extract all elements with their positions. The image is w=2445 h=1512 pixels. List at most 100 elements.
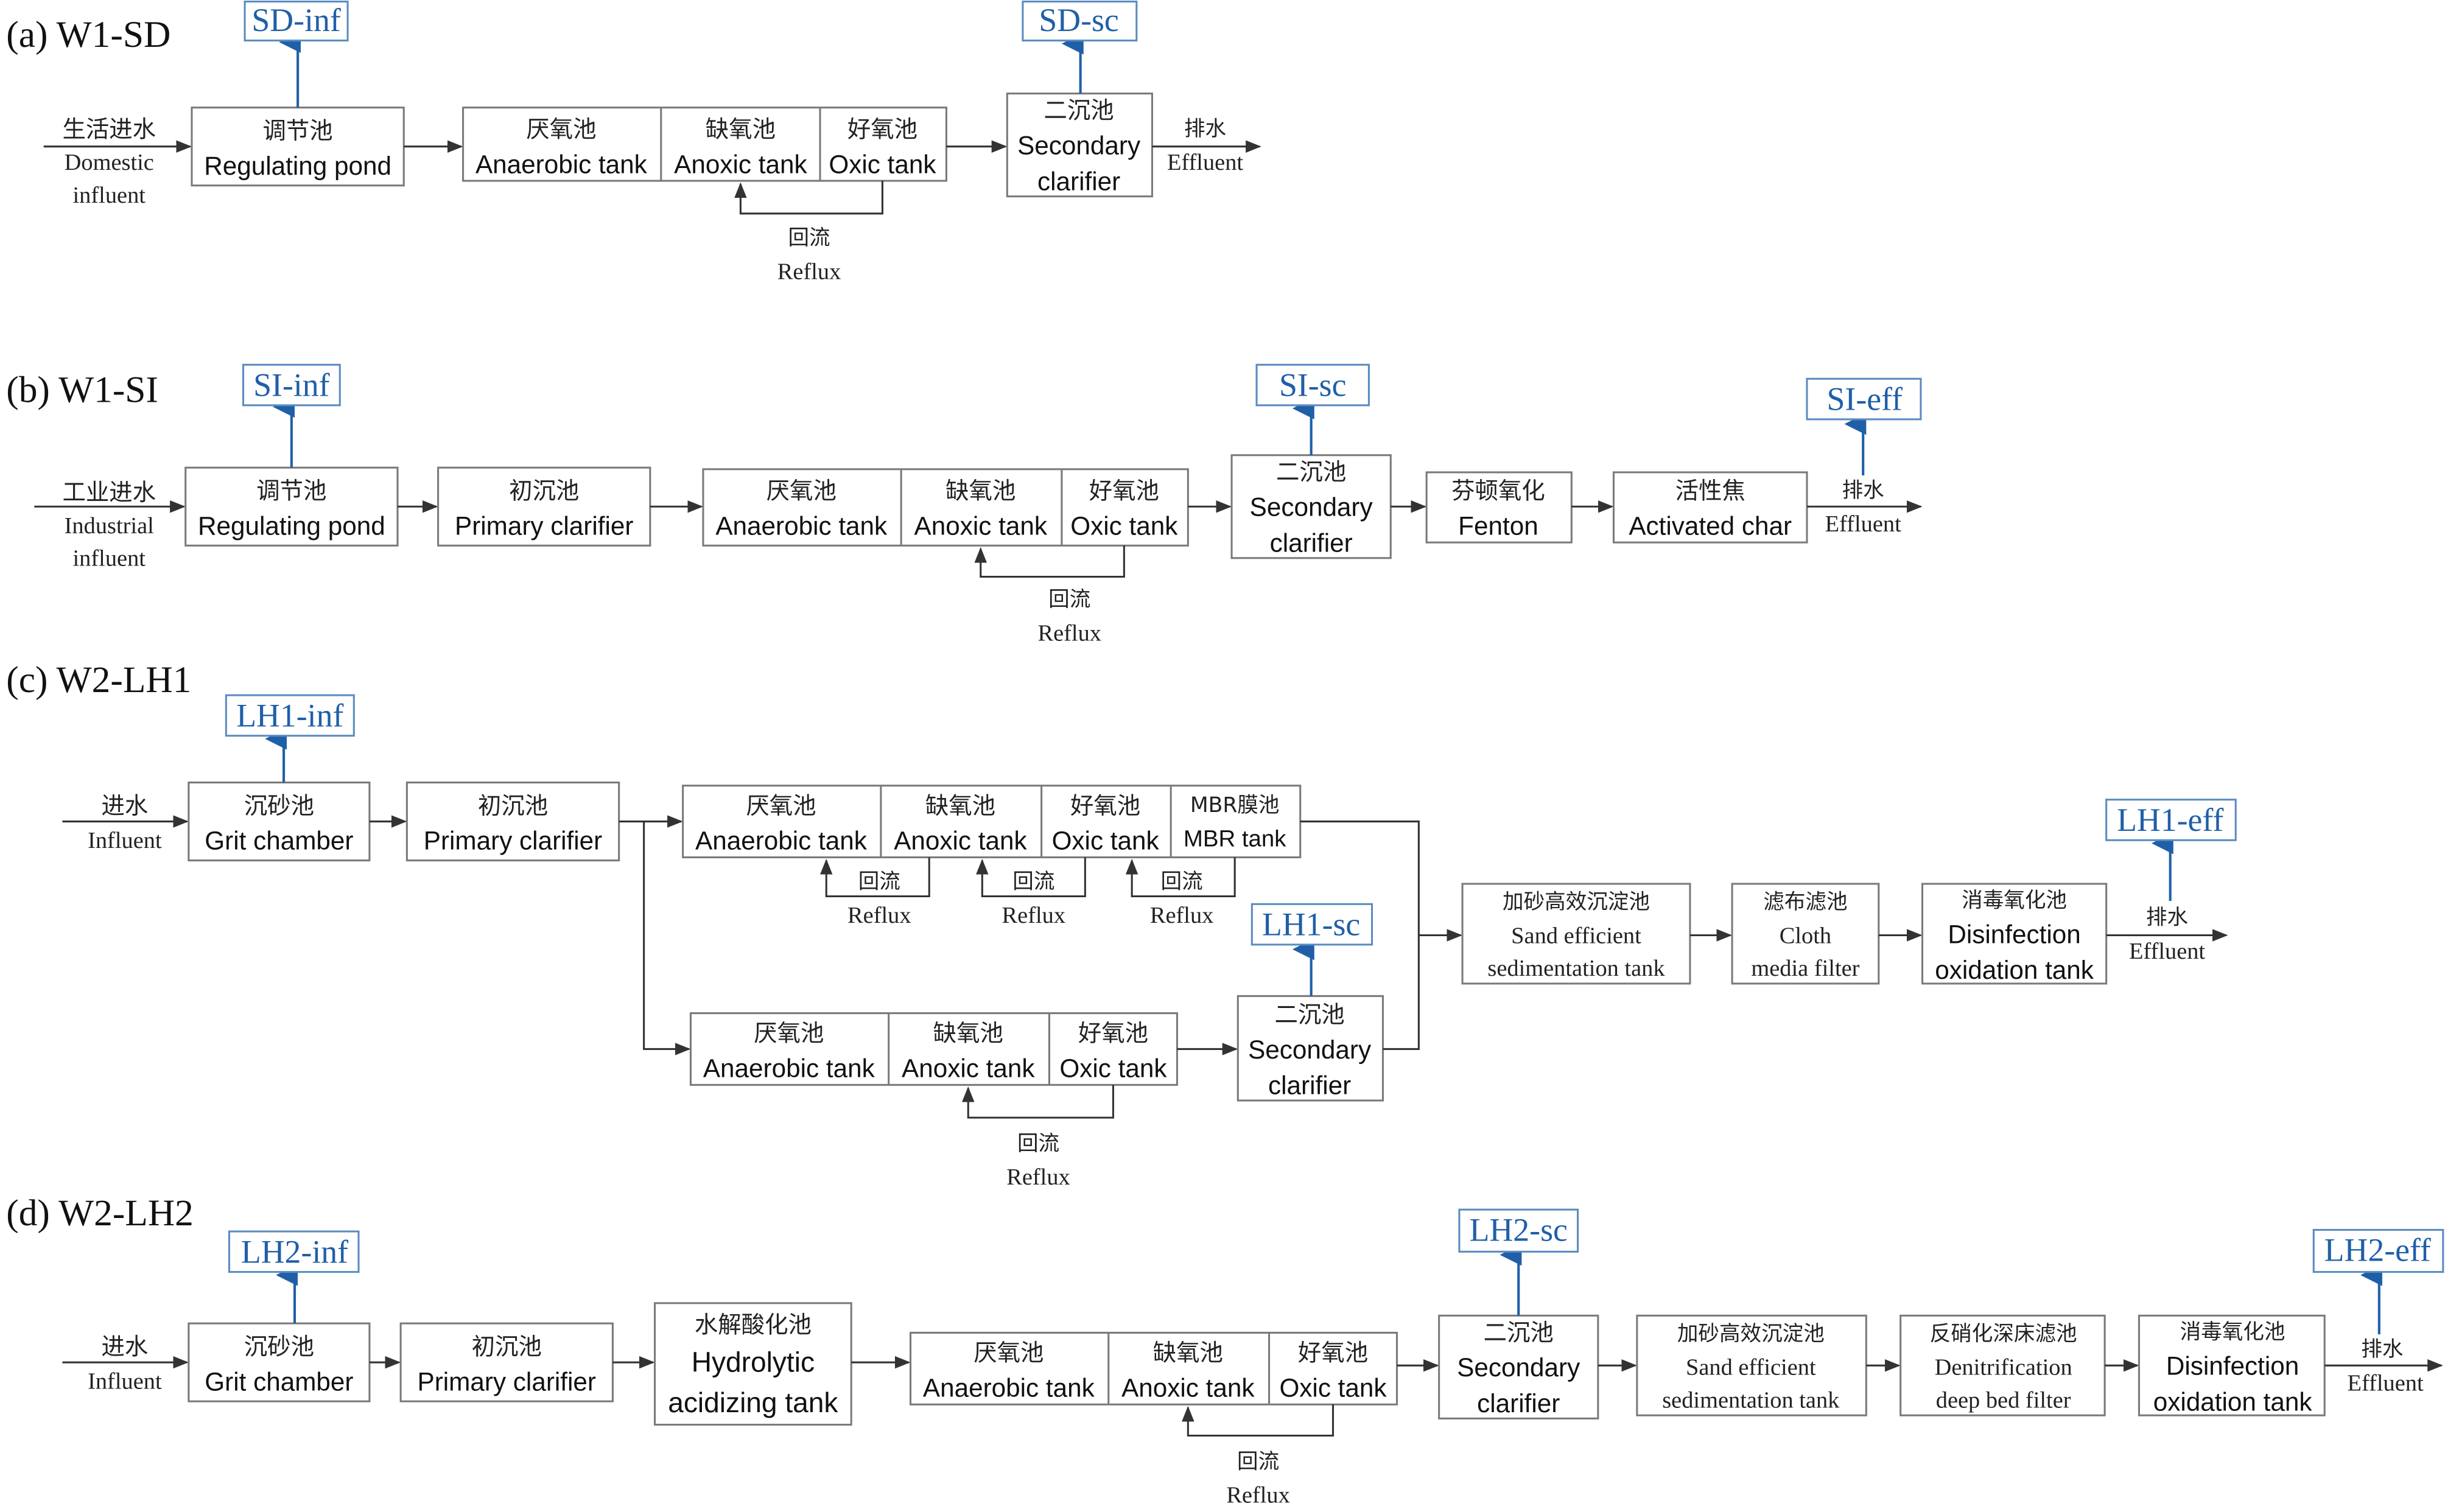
sample-label-box: [228, 1230, 360, 1273]
sample-label-box: [1022, 1, 1138, 42]
reflux-cn: 回流: [1017, 1132, 1059, 1156]
sand-sedimentation-box: [1461, 883, 1691, 985]
secondary-clarifier-box: [1230, 454, 1392, 559]
secondary-cn: 二沉池: [1044, 97, 1114, 125]
reflux-en: Reflux: [1150, 903, 1214, 928]
sample-label-box: [244, 1, 349, 42]
sample-label-lh2-eff: LH2-eff: [2324, 1232, 2431, 1269]
sample-label-box: [1251, 903, 1373, 946]
oxic-en: Oxic tank: [1059, 1054, 1167, 1083]
sample-label-box: [242, 363, 341, 407]
sand-cn: 加砂高效沉淀池: [1503, 890, 1650, 914]
grit-en: Grit chamber: [205, 1367, 353, 1396]
influent-cn: 生活进水: [62, 116, 156, 143]
regulating-pond-box: [184, 466, 399, 547]
primary-cn: 初沉池: [509, 477, 579, 505]
denit-en-1: Denitrification: [1935, 1355, 2072, 1381]
secondary-cn: 二沉池: [1484, 1319, 1554, 1346]
regulating-pond-cn: 调节池: [263, 117, 333, 145]
reflux-en: Reflux: [777, 259, 841, 284]
reflux-loop: [1182, 1404, 1335, 1437]
regulating-pond-en: Regulating pond: [198, 511, 385, 540]
sample-label-lh2-inf: LH2-inf: [241, 1233, 348, 1270]
sample-label-box: [1458, 1208, 1579, 1253]
reflux-loop: [819, 857, 930, 898]
anoxic-en: Anoxic tank: [674, 150, 807, 178]
cloth-cn: 滤布滤池: [1763, 890, 1847, 914]
reflux-en: Reflux: [1226, 1483, 1290, 1508]
secondary-clarifier-box: [1237, 995, 1384, 1102]
oxic-en: Oxic tank: [829, 150, 936, 178]
influent-en-1: Industrial: [65, 513, 154, 539]
sample-label-lh1-inf: LH1-inf: [236, 697, 343, 733]
sample-label-si-eff: SI-eff: [1827, 380, 1903, 417]
primary-cn: 初沉池: [478, 793, 548, 820]
primary-cn: 初沉池: [472, 1333, 542, 1360]
oxic-en: Oxic tank: [1070, 511, 1178, 540]
panel-d: (d) W2-LH2 进水 Influent 沉砂池 Grit chamber …: [6, 1192, 2444, 1508]
cloth-en-2: media filter: [1751, 956, 1859, 981]
reflux-cn: 回流: [858, 870, 900, 894]
sand-cn: 加砂高效沉淀池: [1677, 1321, 1825, 1346]
secondary-en-2: clarifier: [1477, 1389, 1560, 1418]
secondary-en-1: Secondary: [1017, 131, 1141, 160]
hydro-cn: 水解酸化池: [695, 1312, 812, 1339]
reflux-loop: [962, 1085, 1114, 1119]
sample-label-sd-inf: SD-inf: [251, 2, 340, 38]
disinfection-cn: 消毒氧化池: [1962, 888, 2067, 912]
oxic-cn: 好氧池: [1089, 477, 1159, 505]
sample-label-sd-sc: SD-sc: [1039, 2, 1118, 38]
activated-char-box: [1612, 471, 1808, 544]
anoxic-en: Anoxic tank: [894, 827, 1027, 855]
sand-en-2: sedimentation tank: [1487, 956, 1665, 981]
sample-label-box: [1806, 377, 1922, 421]
secondary-en-2: clarifier: [1270, 529, 1353, 558]
secondary-en-2: clarifier: [1037, 167, 1120, 195]
aao-tank-box: [909, 1331, 1398, 1405]
influent-cn: 进水: [101, 793, 148, 820]
effluent-cn: 排水: [2146, 906, 2188, 930]
sample-label-box: [2105, 799, 2237, 841]
sand-en-1: Sand efficient: [1511, 923, 1641, 948]
disinfection-en-1: Disinfection: [2166, 1352, 2299, 1381]
anoxic-cn: 缺氧池: [1153, 1340, 1223, 1367]
denit-en-2: deep bed filter: [1936, 1387, 2071, 1413]
mbr-en: MBR tank: [1184, 826, 1286, 852]
primary-en: Primary clarifier: [418, 1367, 596, 1396]
secondary-cn: 二沉池: [1274, 1001, 1344, 1029]
anoxic-cn: 缺氧池: [933, 1020, 1003, 1048]
aao-tank-box: [462, 107, 947, 182]
effluent-cn: 排水: [1184, 117, 1226, 141]
oxic-cn: 好氧池: [1298, 1340, 1368, 1367]
mbr-cn: MBR膜池: [1190, 793, 1280, 817]
primary-en: Primary clarifier: [424, 827, 602, 855]
anaerobic-cn: 厌氧池: [973, 1340, 1044, 1367]
anoxic-en: Anoxic tank: [1121, 1373, 1255, 1402]
sample-label-box: [225, 694, 355, 737]
panel-b-title: (b) W1-SI: [6, 369, 158, 411]
reflux-cn: 回流: [1048, 587, 1090, 612]
reflux-cn: 回流: [1237, 1449, 1279, 1474]
disinfection-tank-box: [1921, 883, 2108, 985]
effluent-en: Effluent: [2129, 939, 2205, 964]
anaerobic-cn: 厌氧池: [766, 477, 837, 505]
effluent-en: Effluent: [1167, 150, 1243, 175]
secondary-en-1: Secondary: [1250, 493, 1373, 522]
denit-cn: 反硝化深床滤池: [1930, 1321, 2077, 1346]
sample-label-si-sc: SI-sc: [1279, 366, 1347, 403]
anaerobic-en: Anaerobic tank: [923, 1373, 1095, 1402]
cloth-filter-box: [1731, 883, 1880, 985]
influent-en: Influent: [88, 1369, 162, 1395]
anaerobic-en: Anaerobic tank: [703, 1054, 875, 1083]
sample-label-box: [2312, 1228, 2444, 1273]
anoxic-cn: 缺氧池: [706, 116, 776, 143]
effluent-en: Effluent: [2347, 1370, 2423, 1396]
anoxic-cn: 缺氧池: [945, 477, 1016, 505]
char-en: Activated char: [1629, 511, 1792, 540]
sample-label-box: [1255, 363, 1370, 407]
anoxic-cn: 缺氧池: [925, 793, 995, 820]
grit-en: Grit chamber: [205, 827, 353, 855]
grit-cn: 沉砂池: [244, 793, 314, 820]
disinfection-en-2: oxidation tank: [1935, 956, 2094, 984]
